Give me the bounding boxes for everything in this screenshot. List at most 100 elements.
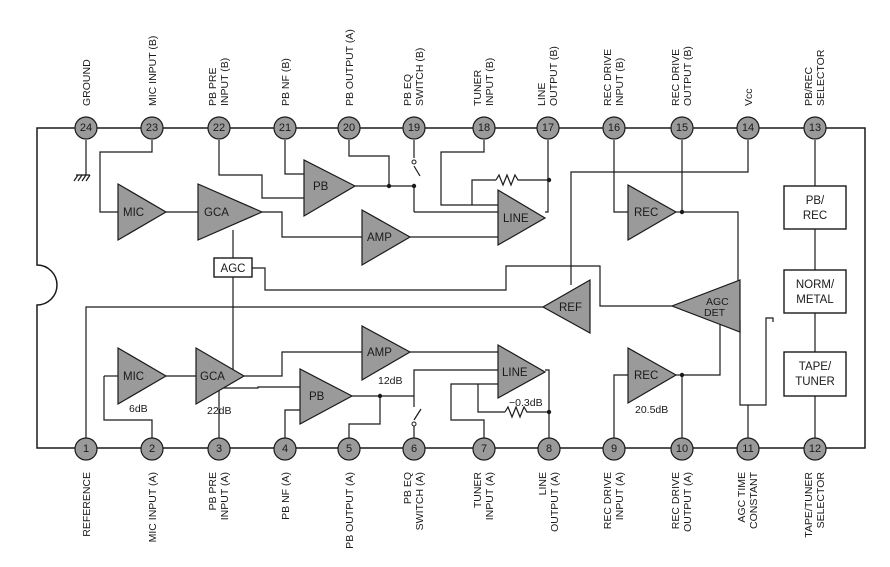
pin-21-label: PB NF (B) — [280, 58, 292, 106]
pin-2: 2 — [140, 437, 164, 461]
pin-14: 14 — [736, 116, 760, 140]
pin-8: 8 — [537, 437, 561, 461]
agc-block: AGC — [213, 257, 253, 278]
svg-text:AGC: AGC — [221, 263, 246, 275]
svg-text:AMP: AMP — [367, 347, 392, 359]
pin-21: 21 — [273, 116, 297, 140]
line-amp-b: LINE — [497, 188, 547, 247]
pin-17-label: LINEOUTPUT (B) — [536, 46, 560, 106]
pin-9-label: REC DRIVEINPUT (A) — [602, 472, 626, 529]
svg-text:5: 5 — [346, 443, 352, 455]
pin-13: 13 — [803, 116, 827, 140]
pin-14-label: Vcc — [743, 88, 755, 106]
svg-text:24: 24 — [80, 122, 92, 134]
pin-23: 23 — [140, 116, 164, 140]
svg-text:TUNER: TUNER — [795, 376, 835, 388]
selector-boxes: PB/ REC NORM/ METAL TAPE/ TUNER — [783, 185, 847, 397]
amplifiers-a: MIC GCA PB AMP LINE REC — [117, 324, 678, 426]
pin-1: 1 — [74, 437, 98, 461]
pin-11-label: AGC TIMECONSTANT — [736, 471, 760, 529]
pin-11: 11 — [736, 437, 760, 461]
svg-text:11: 11 — [742, 443, 753, 455]
line-amp-a: LINE — [497, 343, 547, 400]
gca-b: GCA — [197, 183, 264, 241]
svg-text:8: 8 — [546, 443, 552, 455]
svg-text:REF: REF — [559, 302, 582, 314]
pb-amp-a: PB — [299, 368, 354, 426]
pin-24-label: GROUND — [81, 59, 93, 106]
pb-rec-box: PB/ REC — [783, 185, 847, 230]
svg-text:REC: REC — [634, 370, 658, 382]
ic-package-outline — [36, 127, 866, 449]
bottom-pin-labels: REFERENCE MIC INPUT (A) PB PREINPUT (A) … — [81, 471, 827, 548]
svg-text:2: 2 — [149, 443, 155, 455]
svg-text:PB: PB — [313, 181, 329, 193]
pin-12-label: TAPE/TUNERSELECTOR — [803, 472, 827, 538]
pin-16: 16 — [602, 116, 626, 140]
svg-text:REC: REC — [803, 210, 827, 222]
pin-2-label: MIC INPUT (A) — [147, 472, 159, 542]
svg-text:23: 23 — [146, 122, 158, 134]
wiring — [73, 140, 816, 438]
pin-3-label: PB PREINPUT (A) — [207, 472, 231, 520]
pin-5-label: PB OUTPUT (A) — [344, 472, 356, 549]
pin-6: 6 — [402, 437, 426, 461]
agc-det-block: AGC DET — [670, 279, 741, 333]
svg-text:METAL: METAL — [796, 294, 834, 306]
svg-text:21: 21 — [279, 122, 291, 134]
svg-text:LINE: LINE — [502, 367, 528, 379]
gca-gain-label: 22dB — [207, 405, 232, 417]
pin-24: 24 — [74, 116, 98, 140]
pin-20-label: PB OUTPUT (A) — [344, 29, 356, 106]
mic-gain-label: 6dB — [129, 403, 148, 415]
pin-7: 7 — [472, 437, 496, 461]
svg-text:12: 12 — [809, 443, 821, 455]
rec-amp-b: REC — [627, 183, 678, 242]
amp-gain-label: 12dB — [378, 375, 403, 387]
svg-text:MIC: MIC — [123, 207, 144, 219]
center-blocks: AGC REF AGC DET — [213, 257, 741, 335]
rec-amp-a: REC — [627, 346, 678, 405]
amp-b: AMP — [361, 208, 412, 267]
pin-10-label: REC DRIVEOUTPUT (A) — [670, 472, 694, 532]
svg-text:MIC: MIC — [123, 371, 144, 383]
svg-text:10: 10 — [676, 443, 688, 455]
svg-text:TAPE/: TAPE/ — [799, 361, 832, 373]
svg-text:15: 15 — [676, 122, 688, 134]
pin-4: 4 — [273, 437, 297, 461]
amp-a: AMP — [361, 324, 412, 382]
pin-9: 9 — [602, 437, 626, 461]
svg-text:LINE: LINE — [503, 213, 529, 225]
mic-amp-b: MIC — [117, 182, 168, 242]
svg-text:PB: PB — [309, 391, 325, 403]
pin-19-label: PB EQSWITCH (B) — [402, 48, 426, 106]
svg-text:19: 19 — [408, 122, 420, 134]
svg-text:9: 9 — [611, 443, 617, 455]
pin-3: 3 — [207, 437, 231, 461]
svg-text:18: 18 — [478, 122, 490, 134]
svg-text:GCA: GCA — [200, 371, 225, 383]
pin-20: 20 — [337, 116, 361, 140]
pin-8-label: LINEOUTPUT (A) — [537, 472, 561, 532]
svg-text:4: 4 — [282, 443, 288, 455]
amplifiers-b: MIC GCA PB AMP LINE REC — [117, 159, 678, 267]
svg-text:REC: REC — [634, 207, 658, 219]
pin-7-label: TUNERINPUT (A) — [472, 472, 496, 521]
svg-text:6: 6 — [411, 443, 417, 455]
svg-text:GCA: GCA — [204, 207, 229, 219]
rec-gain-label: 20.5dB — [635, 404, 668, 416]
svg-text:17: 17 — [542, 122, 554, 134]
pb-amp-b: PB — [303, 159, 357, 218]
svg-text:3: 3 — [216, 443, 222, 455]
top-pins: 24 23 22 21 20 19 18 17 16 15 14 13 — [74, 116, 827, 140]
svg-text:20: 20 — [343, 122, 355, 134]
ref-buffer: REF — [541, 278, 591, 335]
svg-text:7: 7 — [481, 443, 487, 455]
line-gain-label: −0.3dB — [509, 397, 543, 409]
svg-text:AGC: AGC — [706, 296, 729, 308]
mic-amp-a: MIC — [117, 346, 168, 406]
pin-16-label: REC DRIVEINPUT (B) — [602, 49, 626, 106]
pin-4-label: PB NF (A) — [280, 472, 292, 520]
pin-15-label: REC DRIVEOUTPUT (B) — [670, 46, 694, 106]
pin-23-label: MIC INPUT (B) — [147, 36, 159, 106]
